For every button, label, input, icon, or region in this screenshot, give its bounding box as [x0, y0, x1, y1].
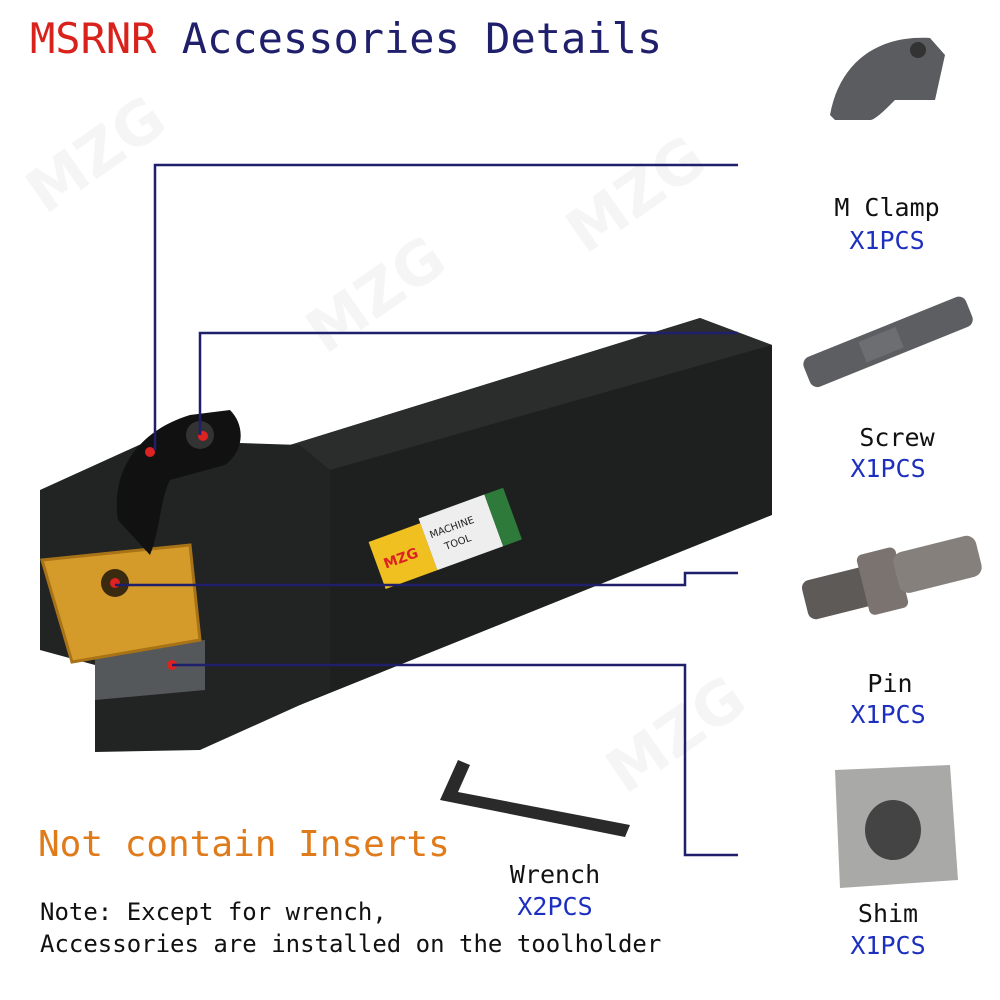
leader-line-clamp [153, 163, 738, 450]
m-clamp-part [830, 37, 945, 120]
screw-part [803, 296, 973, 388]
pin-part [801, 535, 982, 620]
part-qty-wrench: X2PCS [517, 892, 593, 921]
leader-line-shim [172, 663, 738, 857]
leader-line-screw [198, 331, 738, 435]
part-label-pin: Pin [867, 669, 913, 698]
part-label-shim: Shim [857, 899, 919, 928]
insert [40, 543, 202, 664]
leader-lines [115, 163, 738, 857]
part-label-clamp: M Clamp [834, 193, 940, 222]
leader-line-pin [115, 571, 738, 587]
part-qty-screw: X1PCS [850, 454, 926, 483]
no-inserts-notice: Not contain Inserts [38, 824, 450, 865]
part-label-screw: Screw [859, 423, 935, 452]
title-model: MSRNR [30, 14, 157, 63]
page-title: MSRNR Accessories Details [30, 14, 662, 63]
shim-in-holder [95, 640, 205, 700]
part-qty-shim: X1PCS [850, 931, 926, 960]
wrench-part [440, 760, 630, 837]
brand-sticker: MZG MACHINE TOOL [368, 487, 522, 589]
part-qty-clamp: X1PCS [849, 226, 925, 255]
note-line-1: Note: Except for wrench, [40, 898, 387, 926]
note-line-2: Accessories are installed on the toolhol… [40, 930, 662, 958]
title-rest: Accessories Details [181, 14, 663, 63]
part-qty-pin: X1PCS [850, 700, 926, 729]
clamp-on-holder [116, 410, 241, 555]
shim-part [835, 765, 958, 888]
part-label-wrench: Wrench [509, 860, 601, 889]
